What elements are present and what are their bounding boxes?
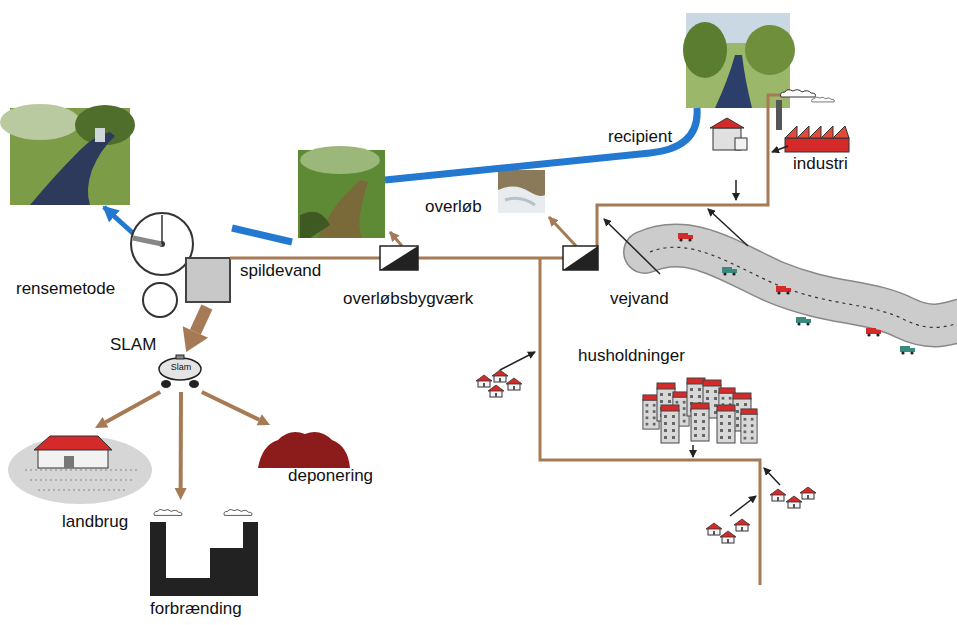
edge-label: SLAM — [110, 336, 156, 355]
industry-label: industri — [793, 155, 848, 174]
node-text: rensemetode — [16, 280, 115, 299]
connector-line — [106, 392, 161, 422]
connector-line — [179, 392, 183, 488]
agriculture-icon: landbrug — [8, 428, 158, 536]
sludge-flow-arrow — [183, 307, 208, 352]
arrow-head — [95, 417, 108, 428]
recipient-label: recipient — [608, 128, 672, 147]
node-text: Slam — [171, 363, 192, 373]
road-water-label: vejvand — [610, 290, 669, 309]
arrow-head — [257, 414, 270, 425]
households-label: husholdninger — [578, 347, 685, 366]
sludge-tanker: Slam — [155, 352, 207, 392]
arrow-head — [175, 488, 187, 500]
treatment-plant: rensemetode — [12, 215, 234, 307]
connector-line — [195, 307, 207, 332]
sludge-flow-arrow — [202, 392, 270, 425]
wastewater-label: spildevand — [240, 262, 321, 281]
node-text: deponering — [288, 467, 373, 486]
overflow-label: overløb — [425, 198, 482, 217]
connector-line — [202, 392, 259, 420]
sludge-flow-arrow — [95, 392, 160, 428]
node-text: forbrænding — [150, 600, 242, 619]
landfill-icon: deponering — [255, 425, 380, 489]
sludge-flow-arrow — [175, 392, 187, 500]
node-text: landbrug — [62, 513, 128, 532]
incineration-icon: forbrænding — [140, 500, 280, 622]
arrow-head — [183, 326, 208, 352]
overflow-structure-label: overløbsbygværk — [343, 290, 473, 309]
